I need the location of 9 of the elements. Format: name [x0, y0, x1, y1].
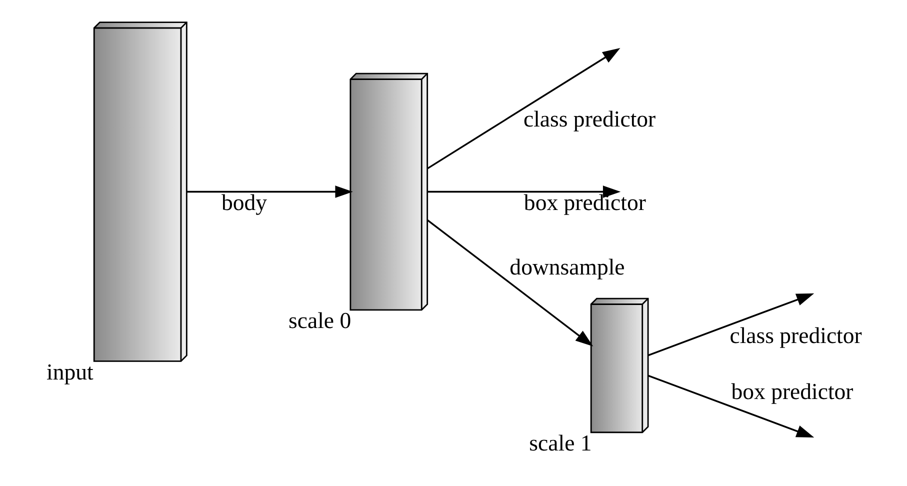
edge-label: box predictor: [524, 190, 646, 215]
edge-label: body: [222, 190, 268, 215]
node-label: input: [46, 359, 94, 384]
edge-label: class predictor: [730, 322, 862, 348]
edge-label: box predictor: [731, 378, 854, 404]
node-label: scale 1: [529, 430, 592, 456]
node-label: scale 0: [288, 308, 352, 334]
edge-label: downsample: [510, 254, 625, 280]
edge-label: class predictor: [524, 106, 656, 132]
